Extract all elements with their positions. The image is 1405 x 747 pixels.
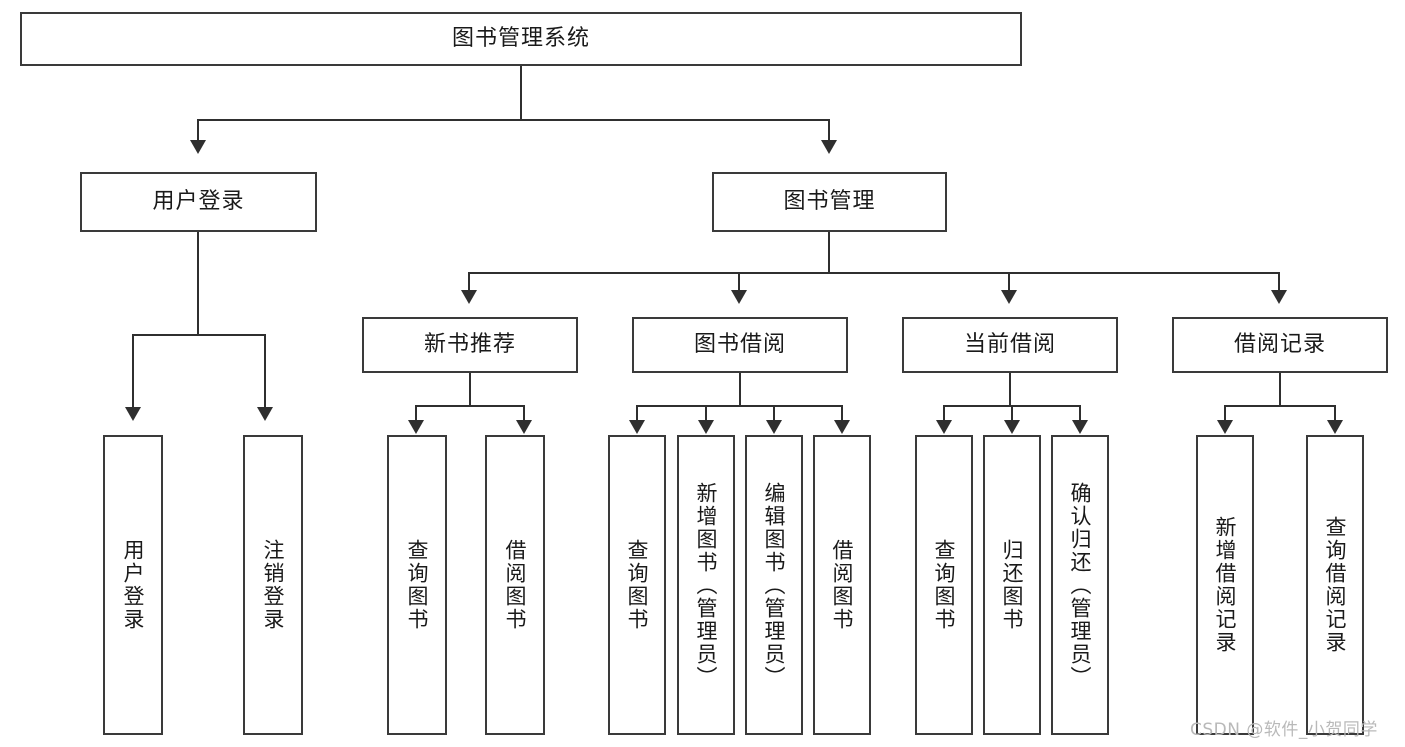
connector-bm-to-current-borrow [1008,272,1010,293]
node-label: 查询图书 [405,539,430,631]
connector-new-book-bus [415,405,525,407]
node-label: 用户登录 [121,539,146,631]
leaf-new-book-query-book[interactable]: 查询图书 [387,435,447,735]
node-label: 新增借阅记录 [1213,516,1238,654]
connector-user-login-leaf1 [132,334,134,409]
arrowhead-book-borrow [731,290,747,304]
leaf-logout-login[interactable]: 注销登录 [243,435,303,735]
connector-current-borrow-stem [1009,373,1011,406]
connector-bm-to-borrow-record [1278,272,1280,293]
node-root-book-management-system[interactable]: 图书管理系统 [20,12,1022,66]
leaf-current-borrow-return-book[interactable]: 归还图书 [983,435,1041,735]
arrowhead-book-management [821,140,837,154]
connector-bb-leaf1 [636,405,638,423]
node-label: 借阅图书 [830,539,855,631]
connector-new-book-leaf2 [523,405,525,423]
connector-cb-leaf2 [1011,405,1013,423]
connector-root-to-book-management [828,119,830,144]
arrowhead-new-book-recommend [461,290,477,304]
connector-root-bus [198,119,830,121]
connector-br-leaf1 [1224,405,1226,423]
arrowhead-leaf-return-book [1004,420,1020,434]
arrowhead-leaf-confirm-return [1072,420,1088,434]
arrowhead-leaf-user-login [125,407,141,421]
arrowhead-leaf-query-borrow-record [1327,420,1343,434]
connector-bm-to-book-borrow [738,272,740,293]
arrowhead-leaf-query-book-b [629,420,645,434]
leaf-user-login[interactable]: 用户登录 [103,435,163,735]
node-book-borrow[interactable]: 图书借阅 [632,317,848,373]
connector-book-management-stem [828,232,830,273]
node-label: 查询借阅记录 [1323,516,1348,654]
node-label: 新书推荐 [423,331,516,357]
leaf-book-borrow-borrow-book[interactable]: 借阅图书 [813,435,871,735]
connector-borrow-record-stem [1279,373,1281,406]
connector-book-management-bus [468,272,1280,274]
arrowhead-leaf-query-book-a [408,420,424,434]
node-label: 借阅记录 [1233,331,1326,357]
connector-borrow-record-bus [1224,405,1336,407]
connector-new-book-leaf1 [415,405,417,423]
arrowhead-user-login [190,140,206,154]
arrowhead-leaf-borrow-book-b [834,420,850,434]
connector-root-stem [520,66,522,120]
node-book-management[interactable]: 图书管理 [712,172,947,232]
node-borrow-record[interactable]: 借阅记录 [1172,317,1388,373]
leaf-book-borrow-add-book[interactable]: 新增图书（管理员） [677,435,735,735]
connector-bm-to-new-book [468,272,470,293]
node-label: 查询图书 [932,539,957,631]
arrowhead-leaf-logout-login [257,407,273,421]
arrowhead-leaf-add-book [698,420,714,434]
node-label: 借阅图书 [503,539,528,631]
connector-user-login-bus [132,334,266,336]
node-label: 图书管理系统 [451,25,590,51]
node-label: 归还图书 [1000,539,1025,631]
node-user-login[interactable]: 用户登录 [80,172,317,232]
node-new-book-recommend[interactable]: 新书推荐 [362,317,578,373]
node-label: 注销登录 [261,539,286,631]
connector-cb-leaf1 [943,405,945,423]
node-label: 图书管理 [783,188,876,214]
leaf-book-borrow-edit-book[interactable]: 编辑图书（管理员） [745,435,803,735]
node-label: 查询图书 [625,539,650,631]
node-label: 编辑图书（管理员） [762,481,787,689]
leaf-borrow-record-add[interactable]: 新增借阅记录 [1196,435,1254,735]
leaf-new-book-borrow-book[interactable]: 借阅图书 [485,435,545,735]
connector-br-leaf2 [1334,405,1336,423]
node-label: 新增图书（管理员） [694,481,719,689]
connector-root-to-user-login [197,119,199,144]
leaf-borrow-record-query[interactable]: 查询借阅记录 [1306,435,1364,735]
arrowhead-leaf-edit-book [766,420,782,434]
arrowhead-current-borrow [1001,290,1017,304]
connector-user-login-leaf2 [264,334,266,409]
connector-new-book-stem [469,373,471,406]
node-label: 用户登录 [152,188,245,214]
node-label: 图书借阅 [693,331,786,357]
node-label: 确认归还（管理员） [1068,481,1093,689]
node-label: 当前借阅 [963,331,1056,357]
connector-bb-leaf3 [773,405,775,423]
connector-book-borrow-stem [739,373,741,406]
watermark-csdn: CSDN @软件_小贺同学 [1190,720,1378,740]
leaf-current-borrow-confirm-return[interactable]: 确认归还（管理员） [1051,435,1109,735]
arrowhead-leaf-add-borrow-record [1217,420,1233,434]
arrowhead-leaf-query-book-c [936,420,952,434]
connector-user-login-stem [197,232,199,335]
leaf-current-borrow-query-book[interactable]: 查询图书 [915,435,973,735]
arrowhead-borrow-record [1271,290,1287,304]
arrowhead-leaf-borrow-book-a [516,420,532,434]
leaf-book-borrow-query-book[interactable]: 查询图书 [608,435,666,735]
connector-book-borrow-bus [636,405,843,407]
connector-cb-leaf3 [1079,405,1081,423]
connector-bb-leaf2 [705,405,707,423]
connector-bb-leaf4 [841,405,843,423]
node-current-borrow[interactable]: 当前借阅 [902,317,1118,373]
